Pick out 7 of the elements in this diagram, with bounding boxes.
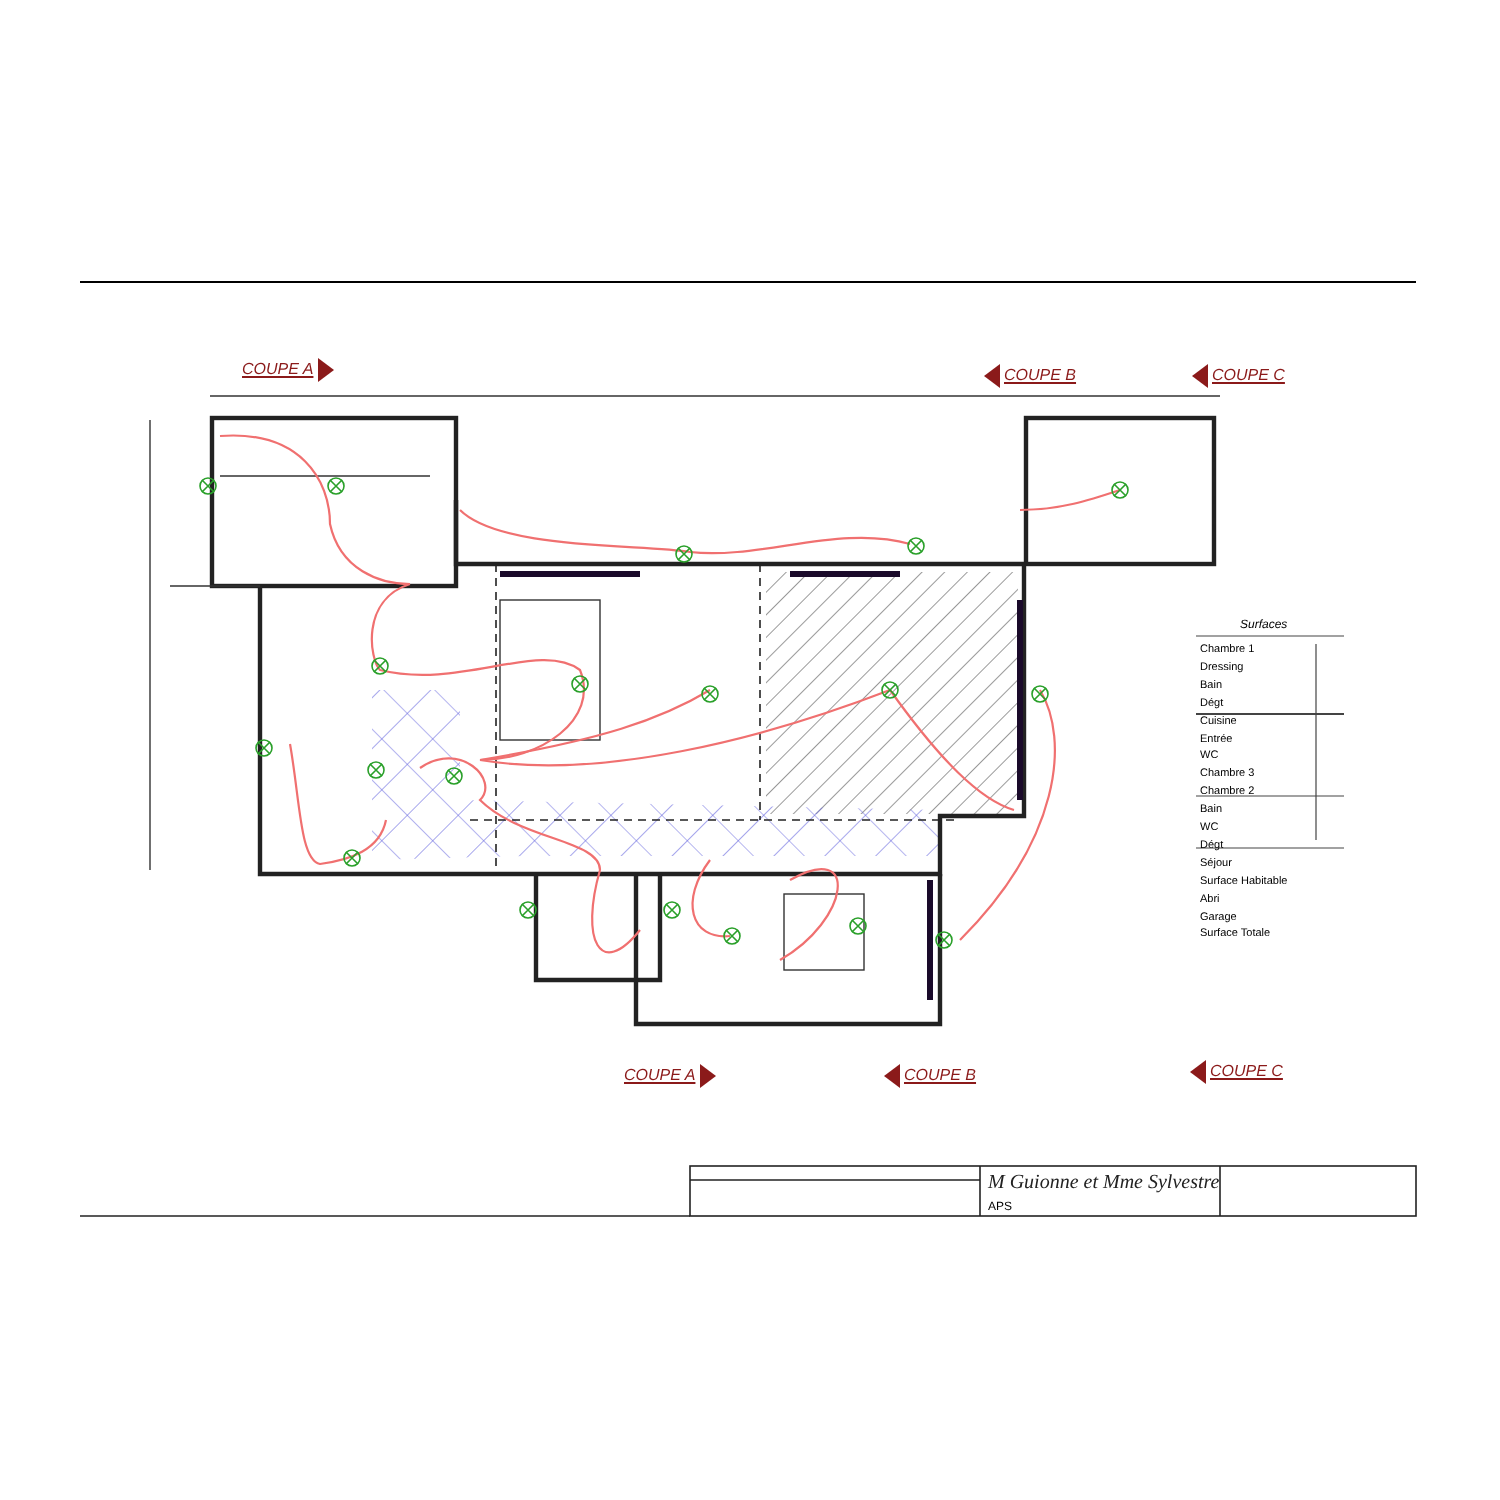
section-label: COUPE C — [1210, 1060, 1283, 1084]
section-label: COUPE B — [904, 1064, 977, 1088]
section-label: COUPE B — [1004, 364, 1077, 388]
section-label: COUPE A — [624, 1064, 696, 1088]
section-label: COUPE C — [1212, 364, 1285, 388]
section-label: COUPE A — [242, 358, 314, 382]
client-name: M Guionne et Mme Sylvestre — [988, 1170, 1220, 1198]
